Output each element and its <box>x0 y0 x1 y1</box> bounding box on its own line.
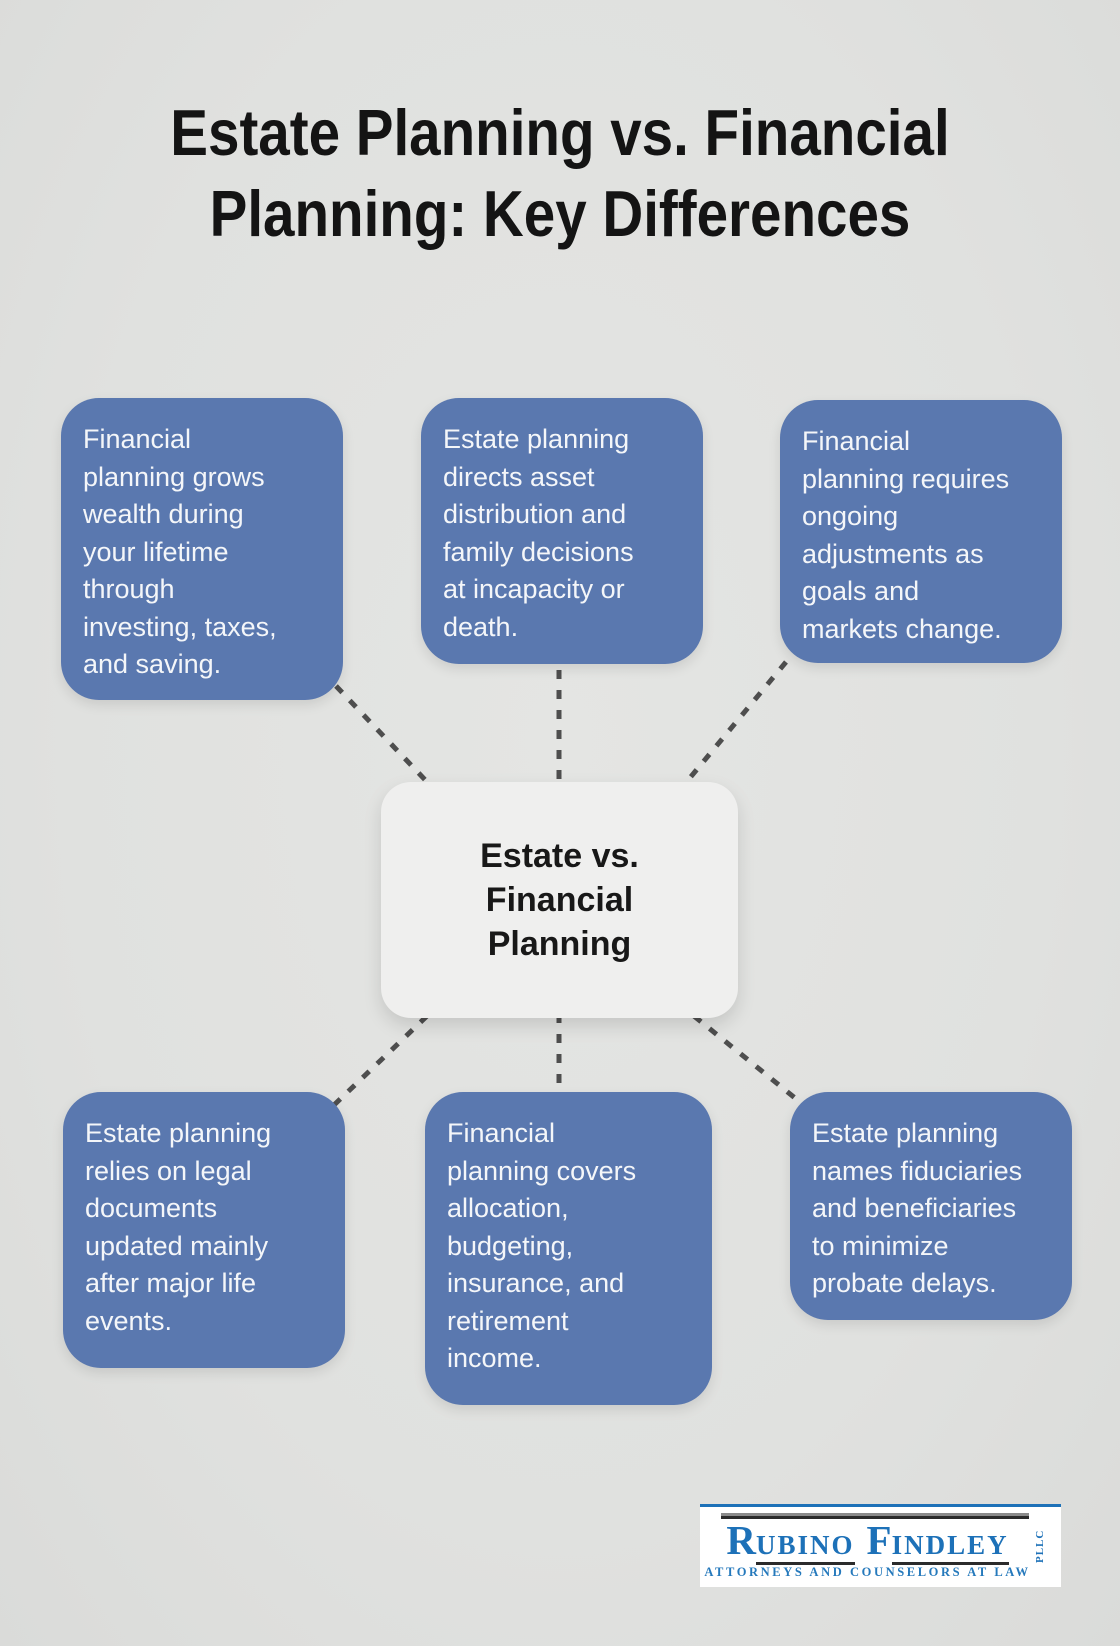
logo-firm-name: RUBINO FINDLEY <box>700 1517 1035 1565</box>
connector-bottom-right <box>692 1014 797 1100</box>
connector-top-right <box>682 660 788 787</box>
logo-top-rule <box>721 1516 1029 1519</box>
node-bottom-right-text: Estate planning names fiduciaries and be… <box>812 1118 1023 1298</box>
connector-bottom-left <box>331 1014 429 1108</box>
node-bottom-left: Estate planning relies on legal document… <box>63 1092 345 1368</box>
law-firm-logo: RUBINO FINDLEY PLLC ATTORNEYS AND COUNSEL… <box>700 1504 1061 1587</box>
logo-rest-ubino: UBINO <box>756 1530 855 1565</box>
center-node-label: Estate vs. Financial Planning <box>480 837 639 963</box>
node-top-middle-text: Estate planning directs asset distributi… <box>443 424 634 642</box>
logo-pllc-suffix: PLLC <box>1034 1529 1046 1563</box>
node-top-left: Financial planning grows wealth during y… <box>61 398 343 700</box>
node-bottom-left-text: Estate planning relies on legal document… <box>85 1118 272 1336</box>
center-node: Estate vs. Financial Planning <box>381 782 738 1018</box>
node-top-right: Financial planning requires ongoing adju… <box>780 400 1062 663</box>
connector-top-left <box>334 684 432 787</box>
logo-tagline: ATTORNEYS AND COUNSELORS AT LAW <box>704 1565 1031 1579</box>
logo-rest-indley: INDLEY <box>891 1530 1009 1565</box>
node-bottom-middle-text: Financial planning covers allocation, bu… <box>447 1118 637 1373</box>
logo-initial-f: F <box>866 1517 892 1563</box>
node-bottom-middle: Financial planning covers allocation, bu… <box>425 1092 712 1405</box>
logo-initial-r: R <box>726 1517 756 1563</box>
node-top-left-text: Financial planning grows wealth during y… <box>83 424 277 679</box>
node-top-right-text: Financial planning requires ongoing adju… <box>802 426 1010 644</box>
node-bottom-right: Estate planning names fiduciaries and be… <box>790 1092 1072 1320</box>
node-top-middle: Estate planning directs asset distributi… <box>421 398 703 664</box>
page-title: Estate Planning vs. Financial Planning: … <box>170 96 950 250</box>
